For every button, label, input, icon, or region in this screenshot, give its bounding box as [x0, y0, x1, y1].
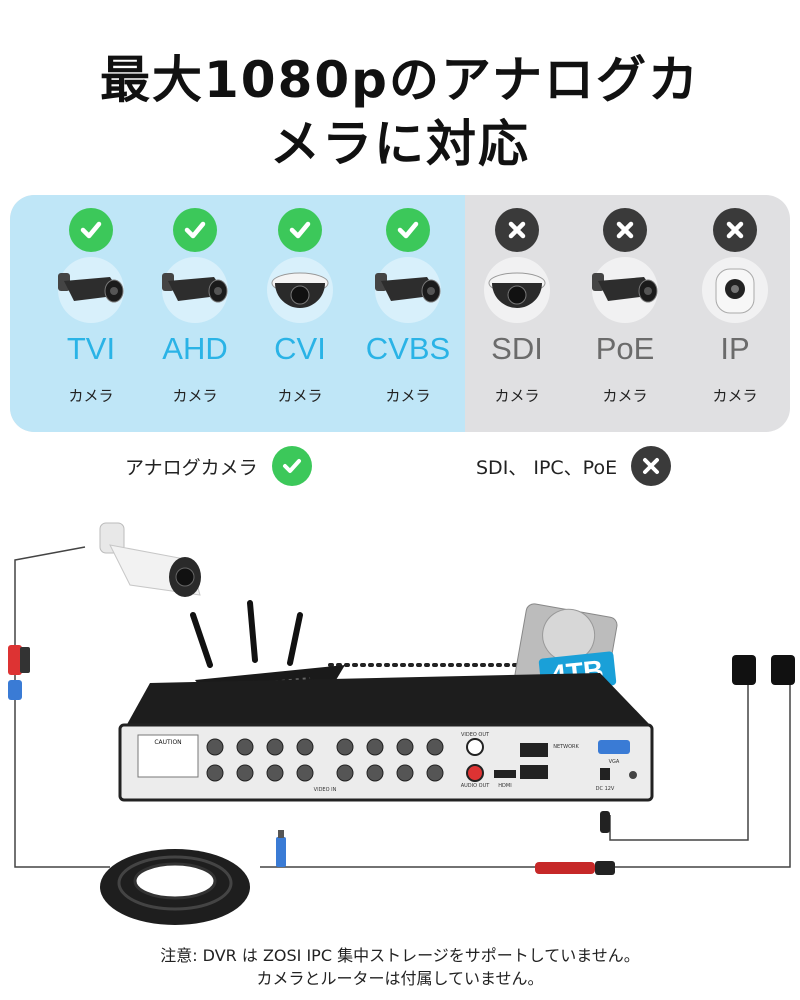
compatibility-panel: TVI カメラ AHD カメラ CVI カメラ CVBS カメラ SDI カメラ PoE カメラ IP カ…: [10, 195, 790, 432]
camera-type-cvbs: CVBS カメラ: [353, 195, 463, 432]
bnc-connector-icon: [8, 645, 30, 700]
power-adapter-icon: [600, 655, 795, 833]
camera-sub-label: カメラ: [385, 387, 431, 405]
camera-sub-label: カメラ: [277, 387, 323, 405]
check-icon: [271, 446, 312, 486]
wifi-camera-icon: [698, 267, 772, 315]
bnc-connector-icon: [276, 830, 286, 867]
connection-diagram: 4TB CAUTION VIDEO IN VIDEO OUT: [0, 515, 800, 940]
camera-type-label: CVI: [274, 331, 326, 366]
video-out-label: VIDEO OUT: [461, 732, 490, 738]
camera-type-label: IP: [720, 331, 750, 366]
check-icon: [278, 208, 322, 252]
bullet-camera-icon: [54, 267, 128, 315]
check-icon: [386, 208, 430, 252]
bnc-inputs: [206, 738, 444, 782]
camera-type-label: PoE: [595, 331, 655, 366]
camera-type-ahd: AHD カメラ: [140, 195, 250, 432]
page-title-line2: メラに対応: [270, 115, 530, 173]
cross-icon: [713, 208, 757, 252]
camera-sub-label: カメラ: [494, 387, 540, 405]
unsupported-summary: SDI、 IPC、PoE: [476, 446, 672, 486]
camera-type-tvi: TVI カメラ: [36, 195, 146, 432]
dc-label: DC 12V: [596, 786, 615, 792]
video-in-label: VIDEO IN: [314, 787, 337, 793]
supported-summary-text: アナログカメラ: [125, 456, 258, 479]
audio-out-label: AUDIO OUT: [461, 783, 491, 789]
camera-type-label: CVBS: [365, 331, 451, 366]
camera-type-label: SDI: [491, 331, 543, 366]
camera-type-label: TVI: [66, 331, 116, 366]
cross-icon: [631, 446, 672, 486]
unsupported-summary-text: SDI、 IPC、PoE: [476, 456, 618, 479]
bullet-camera-icon: [99, 522, 201, 597]
cross-icon: [603, 208, 647, 252]
vga-label: VGA: [609, 759, 620, 765]
power-connector-icon: [535, 861, 615, 875]
camera-sub-label: カメラ: [68, 387, 114, 405]
check-icon: [69, 208, 113, 252]
bullet-camera-icon: [588, 267, 662, 315]
check-icon: [173, 208, 217, 252]
camera-sub-label: カメラ: [172, 387, 218, 405]
bullet-camera-icon: [158, 267, 232, 315]
network-label: NETWORK: [553, 744, 579, 750]
supported-summary: アナログカメラ: [125, 446, 312, 486]
cross-icon: [495, 208, 539, 252]
dome-camera-icon: [263, 267, 337, 315]
hdmi-label: HDMI: [498, 783, 511, 789]
cable-coil-icon: [100, 849, 250, 925]
camera-type-poe: PoE カメラ: [570, 195, 680, 432]
camera-type-label: AHD: [162, 331, 228, 366]
caution-label: CAUTION: [154, 739, 181, 746]
camera-type-ip: IP カメラ: [680, 195, 790, 432]
dvr-icon: CAUTION VIDEO IN VIDEO OUT AUDIO OUT HDM…: [118, 673, 654, 802]
camera-sub-label: カメラ: [712, 387, 758, 405]
note-line2: カメラとルーターは付属していません。: [256, 969, 544, 988]
camera-sub-label: カメラ: [602, 387, 648, 405]
bullet-camera-icon: [371, 267, 445, 315]
dome-camera-icon: [480, 267, 554, 315]
camera-type-cvi: CVI カメラ: [245, 195, 355, 432]
note-line1: 注意: DVR は ZOSI IPC 集中ストレージをサポートしていません。: [160, 946, 640, 965]
camera-type-sdi: SDI カメラ: [462, 195, 572, 432]
page-title-line1: 最大1080pのアナログカ: [100, 51, 700, 109]
